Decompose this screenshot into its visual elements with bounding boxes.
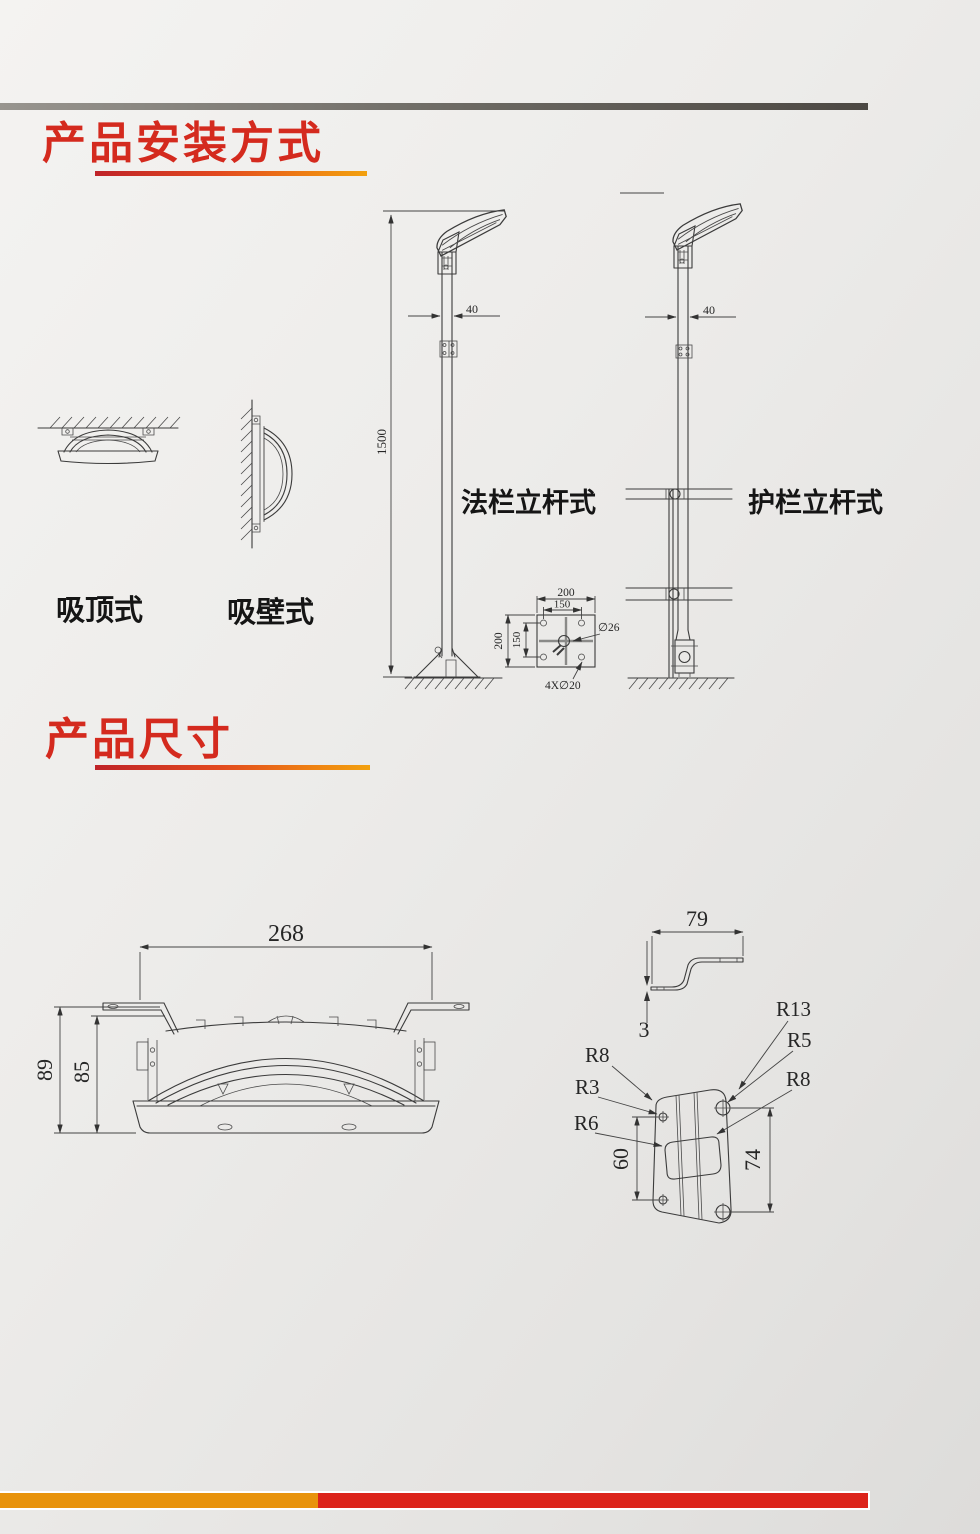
footer-red-bar (318, 1493, 868, 1508)
mount-plate-drawing: 60 74 R13 R5 R8 R8 R3 R6 (574, 997, 812, 1224)
plate-outline (536, 614, 596, 668)
pole-lines (441, 251, 453, 657)
body-height-dim: 85 (69, 1061, 94, 1083)
ceiling-lamp-dome (63, 429, 153, 453)
plate-width-inner-dim: 150 (554, 599, 571, 611)
wall-lamp-dome (263, 427, 293, 521)
bracket-depth-dim: 79 (686, 906, 708, 931)
flange-base (413, 646, 481, 678)
mount-plate-outline (652, 1089, 732, 1224)
spacing-left-dim: 60 (608, 1148, 633, 1170)
front-view-drawing: 268 89 85 (32, 921, 470, 1134)
wall-hatch (240, 407, 253, 541)
pole-width-dim-left: 40 (466, 302, 478, 316)
guardrails (625, 488, 733, 678)
pole-base-clamp (671, 629, 698, 677)
pole-cap (437, 251, 457, 275)
bracket-thickness-dim: 3 (639, 1017, 650, 1042)
dimensions-section-title: 产品尺寸 (45, 715, 233, 764)
label-ceiling-mount: 吸顶式 (56, 595, 144, 627)
pole-height-dim: 1500 (374, 429, 389, 455)
label-wall-mount: 吸壁式 (227, 597, 315, 629)
ground-hatch-left (404, 677, 495, 690)
radius-r13-label: R13 (776, 997, 811, 1021)
mount-plate-ridges (675, 1091, 703, 1221)
wall-mount-drawing (240, 399, 293, 549)
installation-title-underline (95, 171, 367, 176)
pole-bracket-right (675, 344, 693, 359)
footer-color-bars (0, 1491, 870, 1510)
flange-pole-drawing: 1500 40 (374, 203, 511, 690)
ground-hatch-right (628, 677, 729, 690)
top-divider-rule (0, 103, 868, 110)
installation-section-title: 产品安装方式 (42, 119, 324, 168)
ceiling-hatch (49, 416, 181, 429)
pole-lines-right (677, 245, 689, 631)
corner-holes-dim: 4X∅20 (545, 680, 581, 692)
radius-r5-label: R5 (787, 1028, 812, 1052)
overall-height-dim: 89 (32, 1059, 57, 1081)
installation-drawings: 1500 40 (37, 192, 747, 692)
plate-center-hole (557, 634, 571, 648)
label-guardrail-pole: 护栏立杆式 (748, 488, 883, 518)
arm-bracket-drawing: 79 3 (639, 906, 744, 1042)
plate-width-outer-dim: 200 (557, 587, 575, 599)
lamp-head-right (667, 197, 747, 251)
footer-orange-bar (0, 1493, 318, 1508)
dimension-drawings: 268 89 85 (32, 906, 812, 1224)
radius-r6-label: R6 (574, 1111, 599, 1135)
wall-lamp-plate (259, 424, 265, 524)
dimensions-title-underline (95, 765, 370, 770)
guardrail-pole-drawing: 40 (620, 192, 747, 690)
wall-mount-tabs (252, 415, 261, 533)
head-joint-right (673, 225, 696, 247)
spacing-right-dim: 74 (740, 1149, 765, 1171)
mount-arms (102, 1002, 470, 1035)
radius-r8-right-label: R8 (786, 1067, 811, 1091)
pole-width-dim-right: 40 (703, 303, 715, 317)
pole-bracket-left (439, 340, 458, 358)
ceiling-lamp-body (57, 450, 159, 465)
lamp-body-front (132, 1015, 440, 1134)
ceiling-mount-tabs (61, 428, 155, 436)
center-hole-dim: ∅26 (598, 622, 620, 634)
radius-r3-label: R3 (575, 1075, 600, 1099)
lamp-head-left (431, 203, 511, 257)
label-flange-pole: 法栏立杆式 (461, 488, 596, 518)
mount-plate-cutout (664, 1136, 722, 1180)
head-joint (437, 231, 460, 253)
pole-cap-right (673, 245, 693, 269)
bracket-profile (650, 957, 744, 991)
plate-height-outer-dim: 200 (493, 632, 505, 650)
radius-r8-left-label: R8 (585, 1043, 610, 1067)
ceiling-mount-drawing (37, 416, 181, 465)
flange-plate-detail: 200 150 200 150 ∅26 4X∅20 (493, 587, 620, 692)
plate-height-inner-dim: 150 (511, 631, 523, 648)
front-width-dim: 268 (268, 921, 304, 947)
ceiling-lamp-plate (70, 436, 146, 441)
